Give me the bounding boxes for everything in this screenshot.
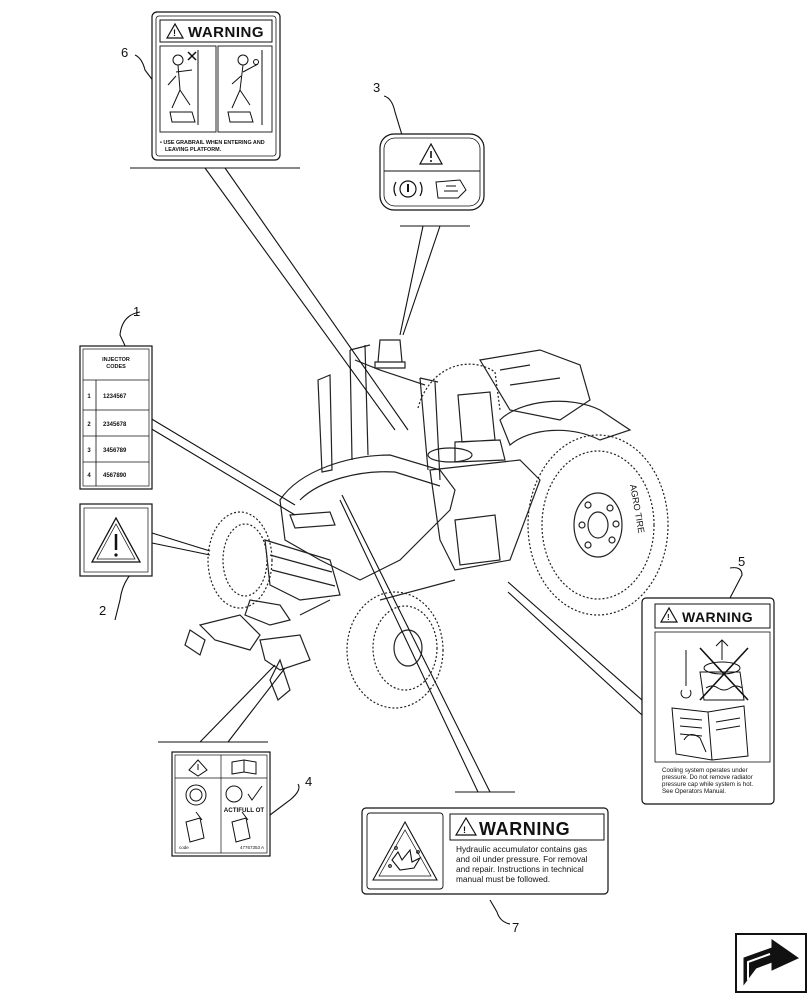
tractor-illustration: AGRO TIRE: [184, 339, 669, 709]
decal-7-line1: Hydraulic accumulator contains gas: [456, 844, 587, 854]
grille: [264, 539, 341, 601]
exhaust-pipe: [317, 374, 333, 473]
warning-triangle-icon: [659, 606, 679, 623]
hood: [279, 454, 456, 581]
hand-manual-icon: [435, 179, 467, 199]
decal-6-text-line2: LEAVING PLATFORM.: [165, 147, 222, 153]
injector-row-2-index: 2: [87, 422, 91, 428]
front-right-wheel: [346, 591, 444, 709]
callout-5: 5: [738, 554, 745, 569]
decal-4-part-number: 47767353 A: [240, 845, 264, 850]
decal-6-header: WARNING: [188, 24, 264, 41]
decal-4-code: code: [179, 845, 189, 850]
fuel-warning-icon: [188, 759, 208, 777]
decal-7-line2: and oil under pressure. For removal: [456, 854, 588, 864]
decal-7-header: WARNING: [479, 819, 570, 839]
injector-row-3-code: 3456789: [103, 448, 127, 454]
decal-7-hydraulic-warning: ! WARNING Hydraulic accumulator contains…: [361, 807, 609, 895]
injector-row-2-code: 2345678: [103, 422, 127, 428]
decal-5-line1: Cooling system operates under: [662, 767, 748, 774]
decal-3-beacon-warning: [379, 133, 485, 211]
leader-lines: [114, 54, 743, 925]
beacon: [374, 339, 406, 369]
filler-cap-icon: [185, 784, 207, 806]
svg-text:!: !: [667, 613, 670, 622]
decal-6-text-line1: • USE GRABRAIL WHEN ENTERING AND: [160, 140, 265, 146]
operator-seat: [454, 391, 506, 463]
injector-row-4-index: 4: [87, 473, 91, 479]
operator-manual-icon: [671, 705, 749, 761]
hot-radiator-icon: [680, 639, 749, 701]
decal-5-line4: See Operators Manual.: [662, 788, 726, 795]
decal-2-warning-triangle: [79, 503, 153, 577]
warning-triangle-icon: [90, 516, 142, 563]
tire-marking: AGRO TIRE: [628, 484, 646, 534]
explosion-hazard-icon: [372, 820, 438, 881]
incorrect-dismount-icon: [167, 50, 199, 125]
next-page-arrow-icon[interactable]: [735, 933, 807, 993]
warning-triangle-icon: [454, 816, 478, 836]
svg-text:!: !: [463, 825, 466, 835]
decal-6-grabrail-warning: ! WARNING • USE GRABRAIL WHEN ENTERING A…: [151, 11, 281, 161]
operator-manual-icon: [231, 759, 257, 775]
fluid-pour-icon-right: [231, 811, 251, 843]
beacon-light-icon: [393, 180, 423, 198]
injector-title-line1: INJECTOR: [102, 357, 130, 363]
injector-row-3-index: 3: [87, 448, 91, 454]
injector-row-1-code: 1234567: [103, 394, 127, 400]
steering-wheel: [427, 447, 473, 463]
callout-7: 7: [512, 920, 519, 935]
injector-title-line2: CODES: [106, 364, 126, 370]
correct-dismount-icon: [227, 50, 263, 125]
rear-right-wheel: [527, 434, 669, 616]
callout-2: 2: [99, 603, 106, 618]
warning-triangle-icon: [418, 142, 444, 165]
decal-7-line3: and repair. Instructions in technical: [456, 864, 584, 874]
decal-5-header: WARNING: [682, 609, 753, 625]
callout-4: 4: [305, 774, 312, 789]
injector-row-4-code: 4567890: [103, 473, 127, 479]
callout-3: 3: [373, 80, 380, 95]
decal-5-line2: pressure. Do not remove radiator: [662, 774, 753, 781]
decal-1-injector-codes: INJECTOR CODES 1 1234567 2 2345678 3 345…: [79, 345, 153, 490]
svg-text:!: !: [173, 28, 176, 38]
decal-7-line4: manual must be followed.: [456, 874, 550, 884]
decal-4-fluid-info: ACTIFULL OT code 47767353 A: [171, 751, 271, 857]
decal-5-cooling-warning: ! WARNING Cooling system operates under …: [641, 597, 775, 805]
warning-triangle-icon: [165, 22, 185, 39]
rops-frame: [349, 344, 441, 481]
decal-5-line3: pressure cap while system is hot.: [662, 781, 753, 788]
fluid-level-icon: [225, 785, 263, 803]
decal-4-label: ACTIFULL OT: [224, 807, 265, 814]
injector-row-1-index: 1: [87, 394, 91, 400]
fluid-pour-icon-left: [185, 811, 205, 843]
callout-1: 1: [133, 304, 140, 319]
callout-6: 6: [121, 45, 128, 60]
front-left-wheel: [207, 511, 273, 609]
